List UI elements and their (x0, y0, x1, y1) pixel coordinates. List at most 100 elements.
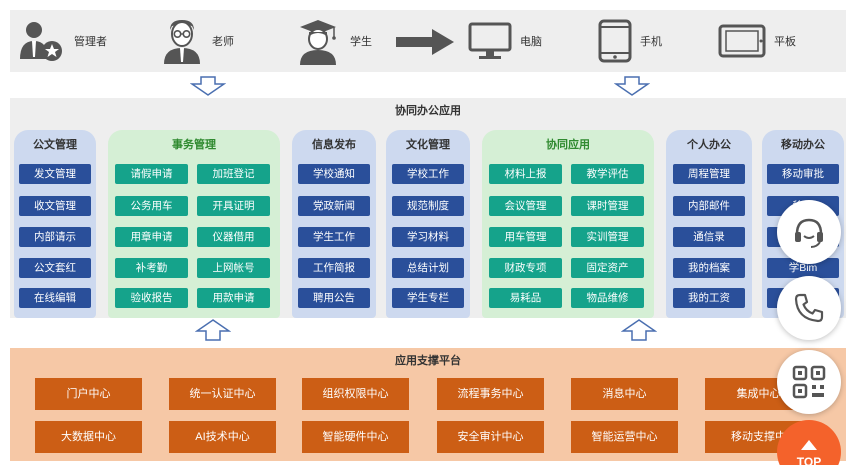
platform-button[interactable]: 消息中心 (571, 378, 678, 410)
device-tablet-label: 平板 (774, 36, 796, 48)
app-button[interactable]: 收文管理 (19, 196, 91, 216)
app-button[interactable]: 学校通知 (298, 164, 370, 184)
app-button[interactable]: 在线编辑 (19, 288, 91, 308)
admin-user-icon (20, 22, 62, 61)
user-teacher: 老师 (160, 10, 234, 72)
column-document-management: 公文管理 发文管理 收文管理 内部请示 公文套红 在线编辑 (14, 130, 96, 318)
platform-button[interactable]: 门户中心 (35, 378, 142, 410)
app-button[interactable]: 学生工作 (298, 227, 370, 247)
app-button[interactable]: 党政新闻 (298, 196, 370, 216)
app-button[interactable]: 发文管理 (19, 164, 91, 184)
teacher-icon (164, 20, 200, 64)
column-title: 公文管理 (33, 139, 77, 151)
app-button[interactable]: 易耗品 (489, 288, 562, 308)
column-title: 事务管理 (172, 139, 216, 151)
app-button[interactable]: 开具证明 (197, 196, 270, 216)
column-title: 协同应用 (546, 139, 590, 151)
column-culture-management: 文化管理 学校工作 规范制度 学习材料 总结计划 学生专栏 (386, 130, 470, 318)
app-button[interactable]: 请假申请 (115, 164, 188, 184)
column-title: 信息发布 (312, 139, 356, 151)
app-button[interactable]: 用款申请 (197, 288, 270, 308)
device-tablet: 平板 (718, 10, 796, 72)
app-button[interactable]: 材料上报 (489, 164, 562, 184)
student-icon (300, 20, 336, 65)
back-to-top-button[interactable]: TOP (777, 420, 841, 465)
column-title: 个人办公 (687, 139, 731, 151)
access-users-bar: 管理者 老师 学生 (10, 10, 846, 72)
app-button[interactable]: 固定资产 (571, 258, 644, 278)
app-button[interactable]: 规范制度 (392, 196, 464, 216)
app-button[interactable]: 学生专栏 (392, 288, 464, 308)
qr-code-button[interactable] (777, 350, 841, 414)
app-button[interactable]: 我的工资 (673, 288, 745, 308)
app-button[interactable]: 内部请示 (19, 227, 91, 247)
app-button[interactable]: 内部邮件 (673, 196, 745, 216)
arrow-up-icon (621, 319, 657, 341)
app-button[interactable]: 上网帐号 (197, 258, 270, 278)
arrow-down-icon (190, 76, 226, 96)
platform-button[interactable]: 智能运营中心 (571, 421, 678, 453)
platform-title: 应用支撑平台 (395, 355, 461, 367)
device-desktop: 电脑 (468, 10, 542, 72)
platform-button[interactable]: AI技术中心 (169, 421, 276, 453)
customer-service-button[interactable] (777, 200, 841, 264)
caret-up-icon (801, 440, 817, 450)
user-student-label: 学生 (350, 36, 372, 48)
app-button[interactable]: 补考勤 (115, 258, 188, 278)
device-phone: 手机 (598, 10, 662, 72)
app-button[interactable]: 学Bim (767, 258, 839, 278)
app-button[interactable]: 学校工作 (392, 164, 464, 184)
device-phone-label: 手机 (640, 36, 662, 48)
arrow-down-icon (614, 76, 650, 96)
app-button[interactable]: 物品维修 (571, 288, 644, 308)
user-student: 学生 (294, 10, 372, 72)
app-button[interactable]: 仪器借用 (197, 227, 270, 247)
app-button[interactable]: 加班登记 (197, 164, 270, 184)
application-support-platform: 应用支撑平台 门户中心 统一认证中心 组织权限中心 流程事务中心 消息中心 集成… (10, 348, 846, 461)
app-button[interactable]: 财政专项 (489, 258, 562, 278)
app-button[interactable]: 我的档案 (673, 258, 745, 278)
app-button[interactable]: 会议管理 (489, 196, 562, 216)
column-info-publishing: 信息发布 学校通知 党政新闻 学生工作 工作简报 聘用公告 (292, 130, 376, 318)
app-button[interactable]: 学习材料 (392, 227, 464, 247)
platform-button[interactable]: 安全审计中心 (437, 421, 544, 453)
column-collaborative-apps: 协同应用 材料上报 教学评估 会议管理 课时管理 用车管理 实训管理 财政专项 … (482, 130, 654, 318)
platform-button[interactable]: 智能硬件中心 (302, 421, 409, 453)
platform-button[interactable]: 统一认证中心 (169, 378, 276, 410)
app-button[interactable]: 通信录 (673, 227, 745, 247)
phone-icon (794, 293, 824, 323)
tablet-icon (718, 24, 766, 58)
app-button[interactable]: 工作简报 (298, 258, 370, 278)
app-button[interactable]: 公文套红 (19, 258, 91, 278)
office-title: 协同办公应用 (395, 105, 461, 117)
app-button[interactable]: 移动审批 (767, 164, 839, 184)
column-title: 文化管理 (406, 139, 450, 151)
column-personal-office: 个人办公 周程管理 内部邮件 通信录 我的档案 我的工资 (666, 130, 752, 318)
column-title: 移动办公 (781, 139, 825, 151)
app-button[interactable]: 周程管理 (673, 164, 745, 184)
app-button[interactable]: 验收报告 (115, 288, 188, 308)
arrow-right-icon (396, 29, 454, 55)
column-affairs-management: 事务管理 请假申请 加班登记 公务用车 开具证明 用章申请 仪器借用 补考勤 上… (108, 130, 280, 318)
platform-button[interactable]: 组织权限中心 (302, 378, 409, 410)
device-desktop-label: 电脑 (520, 36, 542, 48)
qr-code-icon (792, 365, 826, 399)
platform-button[interactable]: 大数据中心 (35, 421, 142, 453)
desktop-computer-icon (468, 22, 512, 59)
app-button[interactable]: 教学评估 (571, 164, 644, 184)
user-admin: 管理者 (18, 10, 107, 72)
headset-icon (795, 218, 823, 248)
user-admin-label: 管理者 (74, 36, 107, 48)
app-button[interactable]: 用章申请 (115, 227, 188, 247)
platform-button[interactable]: 流程事务中心 (437, 378, 544, 410)
app-button[interactable]: 课时管理 (571, 196, 644, 216)
mobile-phone-icon (598, 19, 632, 63)
app-button[interactable]: 用车管理 (489, 227, 562, 247)
app-button[interactable]: 总结计划 (392, 258, 464, 278)
app-button[interactable]: 实训管理 (571, 227, 644, 247)
phone-button[interactable] (777, 276, 841, 340)
back-to-top-label: TOP (796, 455, 822, 465)
app-button[interactable]: 聘用公告 (298, 288, 370, 308)
app-button[interactable]: 公务用车 (115, 196, 188, 216)
user-teacher-label: 老师 (212, 36, 234, 48)
